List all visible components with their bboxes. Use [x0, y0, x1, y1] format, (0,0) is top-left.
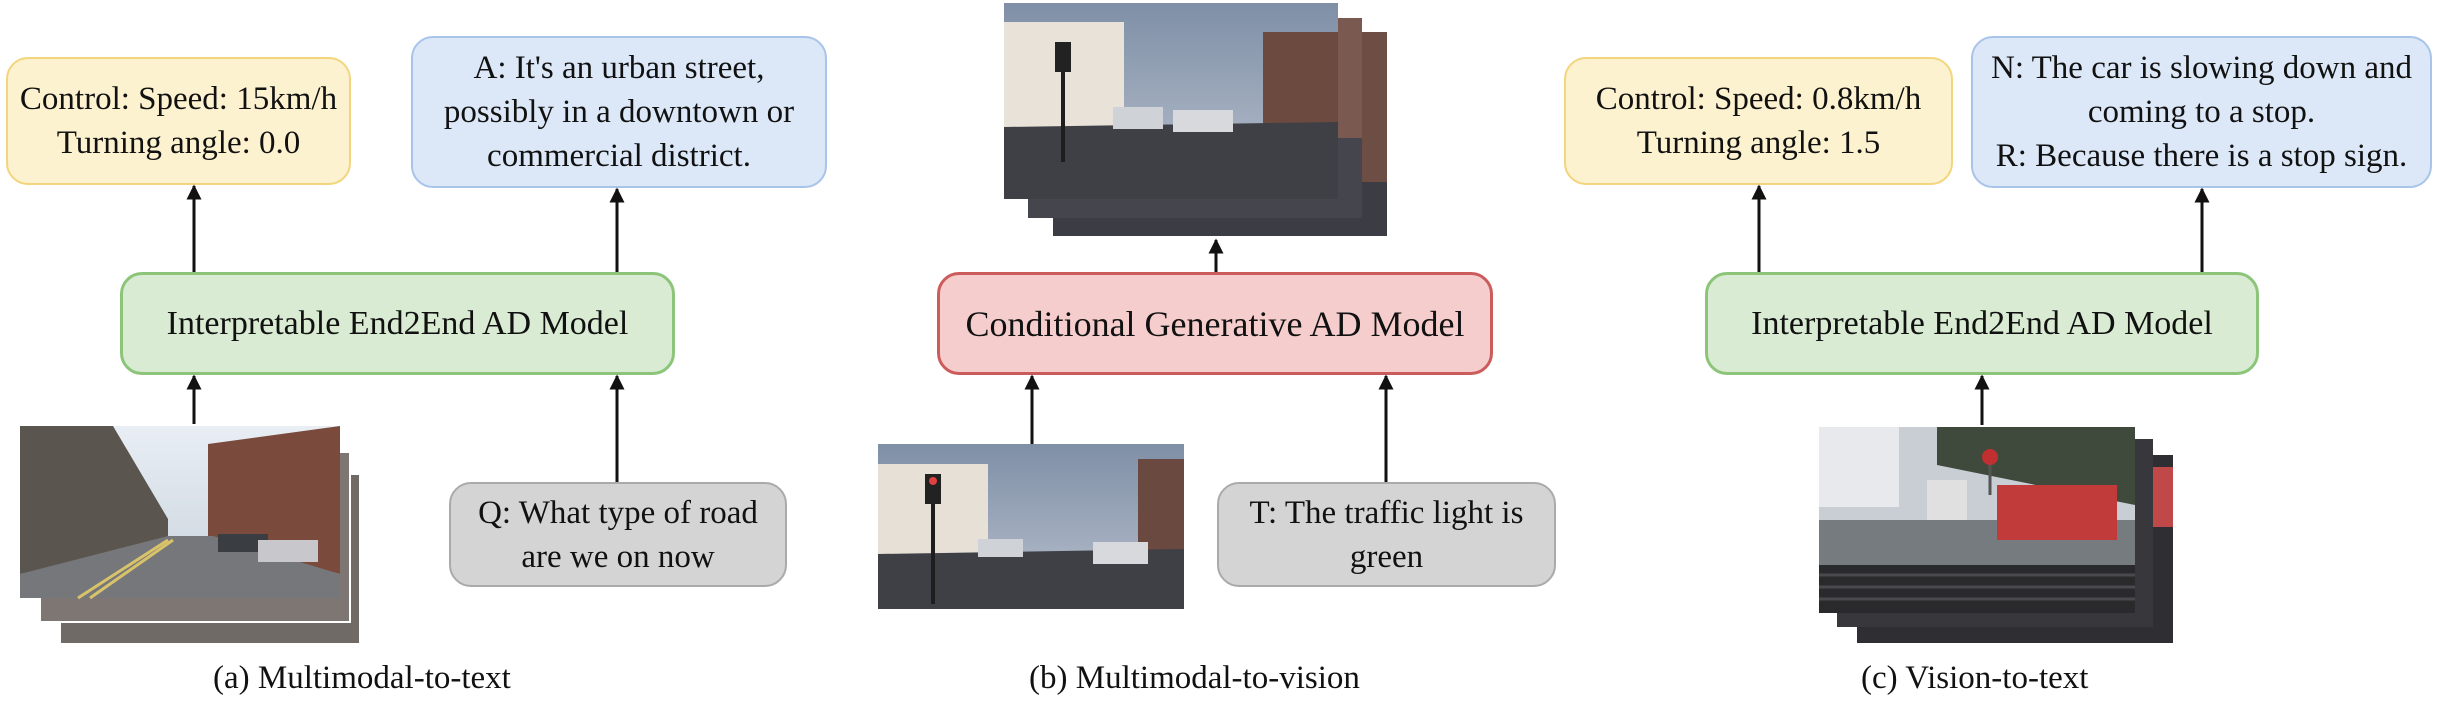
caption-b: (b) Multimodal-to-vision	[1029, 660, 1360, 696]
frame-front-b	[1004, 3, 1338, 199]
text-input-b: T: The traffic light is green	[1217, 482, 1556, 587]
question-line-1: Q: What type of road	[478, 494, 758, 531]
control-output-c: Control: Speed: 0.8km/h Turning angle: 1…	[1564, 57, 1953, 185]
caption-a: (a) Multimodal-to-text	[213, 660, 511, 696]
control-angle-a: Turning angle: 0.0	[56, 125, 301, 161]
street-image-stack-a	[20, 426, 361, 645]
text-line-2: green	[1349, 538, 1424, 575]
text-line-1: T: The traffic light is	[1249, 494, 1524, 531]
question-input-a: Q: What type of road are we on now	[449, 482, 787, 587]
control-speed-c: Control: Speed: 0.8km/h	[1595, 81, 1922, 117]
control-output-a: Control: Speed: 15km/h Turning angle: 0.…	[6, 57, 351, 185]
generative-model-b: Conditional Generative AD Model	[937, 272, 1493, 375]
reason-line: R: Because there is a stop sign.	[1995, 138, 2408, 174]
narration-line-2: coming to a stop.	[2087, 94, 2316, 130]
caption-c: (c) Vision-to-text	[1861, 660, 2089, 696]
frame-front-a	[20, 426, 340, 600]
interpretable-model-c: Interpretable End2End AD Model	[1705, 272, 2259, 375]
narration-line-1: N: The car is slowing down and	[1991, 50, 2412, 86]
answer-line-2: possibly in a downtown or	[443, 94, 795, 130]
answer-line-3: commercial district.	[487, 138, 751, 174]
narration-output-c: N: The car is slowing down and coming to…	[1971, 36, 2432, 188]
input-image-b	[878, 444, 1184, 609]
answer-output-a: A: It's an urban street, possibly in a d…	[411, 36, 827, 188]
control-angle-c: Turning angle: 1.5	[1636, 125, 1881, 161]
model-label-a: Interpretable End2End AD Model	[166, 304, 629, 342]
frame-front-c	[1819, 427, 2135, 613]
video-frames-c	[1819, 427, 2173, 643]
answer-line-1: A: It's an urban street,	[473, 50, 765, 86]
question-line-2: are we on now	[521, 538, 715, 575]
model-label-b: Conditional Generative AD Model	[965, 303, 1465, 344]
model-label-c: Interpretable End2End AD Model	[1751, 304, 2213, 342]
generated-image-stack-b	[1004, 3, 1387, 236]
control-speed-a: Control: Speed: 15km/h	[19, 81, 338, 117]
interpretable-model-a: Interpretable End2End AD Model	[120, 272, 675, 375]
